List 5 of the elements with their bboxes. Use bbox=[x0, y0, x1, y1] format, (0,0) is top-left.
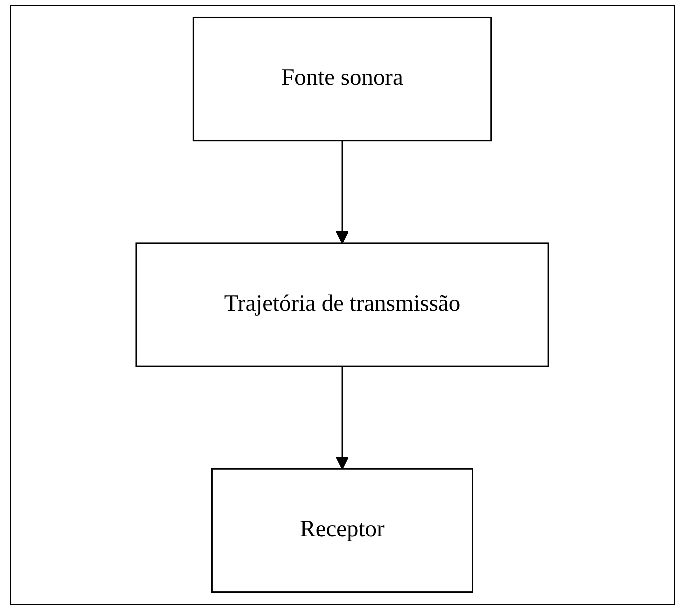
node-box: Trajetória de transmissão bbox=[136, 242, 550, 368]
node-box: Receptor bbox=[212, 468, 474, 593]
arrow bbox=[336, 140, 349, 244]
arrow bbox=[336, 366, 349, 470]
node-box: Fonte sonora bbox=[192, 17, 492, 142]
